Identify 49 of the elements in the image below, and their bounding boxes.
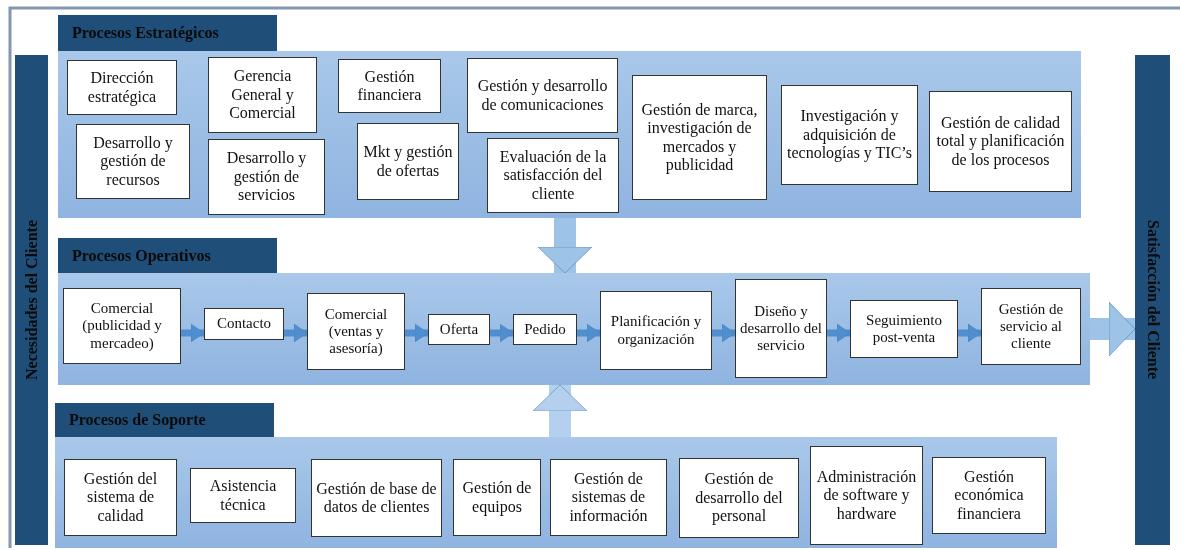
process-box: Gestión financiera <box>338 59 441 113</box>
side-bar <box>1135 55 1170 545</box>
block-arrow <box>958 323 982 343</box>
process-box: Gestión y desarrollo de comunicaciones <box>467 58 618 133</box>
side-label: Satisfacción del Cliente <box>1143 220 1162 380</box>
block-arrow <box>712 323 736 343</box>
block-arrow <box>577 323 601 343</box>
process-box: Gestión de calidad total y planificación de los procesos <box>929 91 1072 192</box>
process-band <box>55 437 1057 548</box>
process-box: Investigación y adquisición de tecnologías y TIC’s <box>781 85 918 185</box>
process-box: Oferta <box>428 314 490 345</box>
side-bar <box>15 55 48 545</box>
process-box: Gerencia General y Comercial <box>208 57 317 133</box>
block-arrow <box>532 384 588 437</box>
process-box: Desarrollo y gestión de servicios <box>208 139 325 215</box>
process-box: Gestión de equipos <box>453 459 541 536</box>
block-arrow <box>405 323 429 343</box>
block-arrow <box>537 218 593 274</box>
process-box: Diseño y desarrollo del servicio <box>735 279 827 378</box>
process-box: Gestión del sistema de calidad <box>64 459 177 536</box>
process-box: Contacto <box>204 308 284 340</box>
process-box: Gestión económica financiera <box>932 457 1046 534</box>
process-box: Desarrollo y gestión de recursos <box>76 124 190 199</box>
process-box: Comercial (publicidad y mercadeo) <box>63 288 181 364</box>
process-band <box>58 51 1081 218</box>
block-arrow <box>284 323 308 343</box>
process-box: Asistencia técnica <box>190 468 296 523</box>
process-box: Gestión de desarrollo del personal <box>679 458 799 538</box>
process-box: Gestión de servicio al cliente <box>981 288 1081 365</box>
process-box: Administración de software y hardware <box>810 446 923 545</box>
block-arrow <box>490 323 514 343</box>
block-arrow <box>181 323 205 343</box>
process-box: Pedido <box>513 314 577 345</box>
process-box: Gestión de marca, investigación de mercados y publicidad <box>632 75 767 200</box>
side-label: Necesidades del Cliente <box>22 220 41 380</box>
section-heading: Procesos Estratégicos <box>58 15 277 51</box>
process-box: Seguimiento post-venta <box>850 300 958 358</box>
section-heading: Procesos de Soporte <box>55 403 274 437</box>
process-box: Planificación y organización <box>600 291 712 370</box>
process-band <box>58 273 1090 385</box>
block-arrow <box>827 323 851 343</box>
process-box: Gestión de base de datos de clientes <box>311 459 442 537</box>
process-box: Evaluación de la satisfacción del cliente <box>487 138 619 213</box>
process-box: Dirección estratégica <box>67 60 177 115</box>
process-box: Gestión de sistemas de información <box>550 459 667 536</box>
block-arrow <box>1090 301 1136 357</box>
process-box: Comercial (ventas y asesoría) <box>307 293 405 370</box>
process-box: Mkt y gestión de ofertas <box>357 123 459 200</box>
section-heading: Procesos Operativos <box>58 238 277 273</box>
